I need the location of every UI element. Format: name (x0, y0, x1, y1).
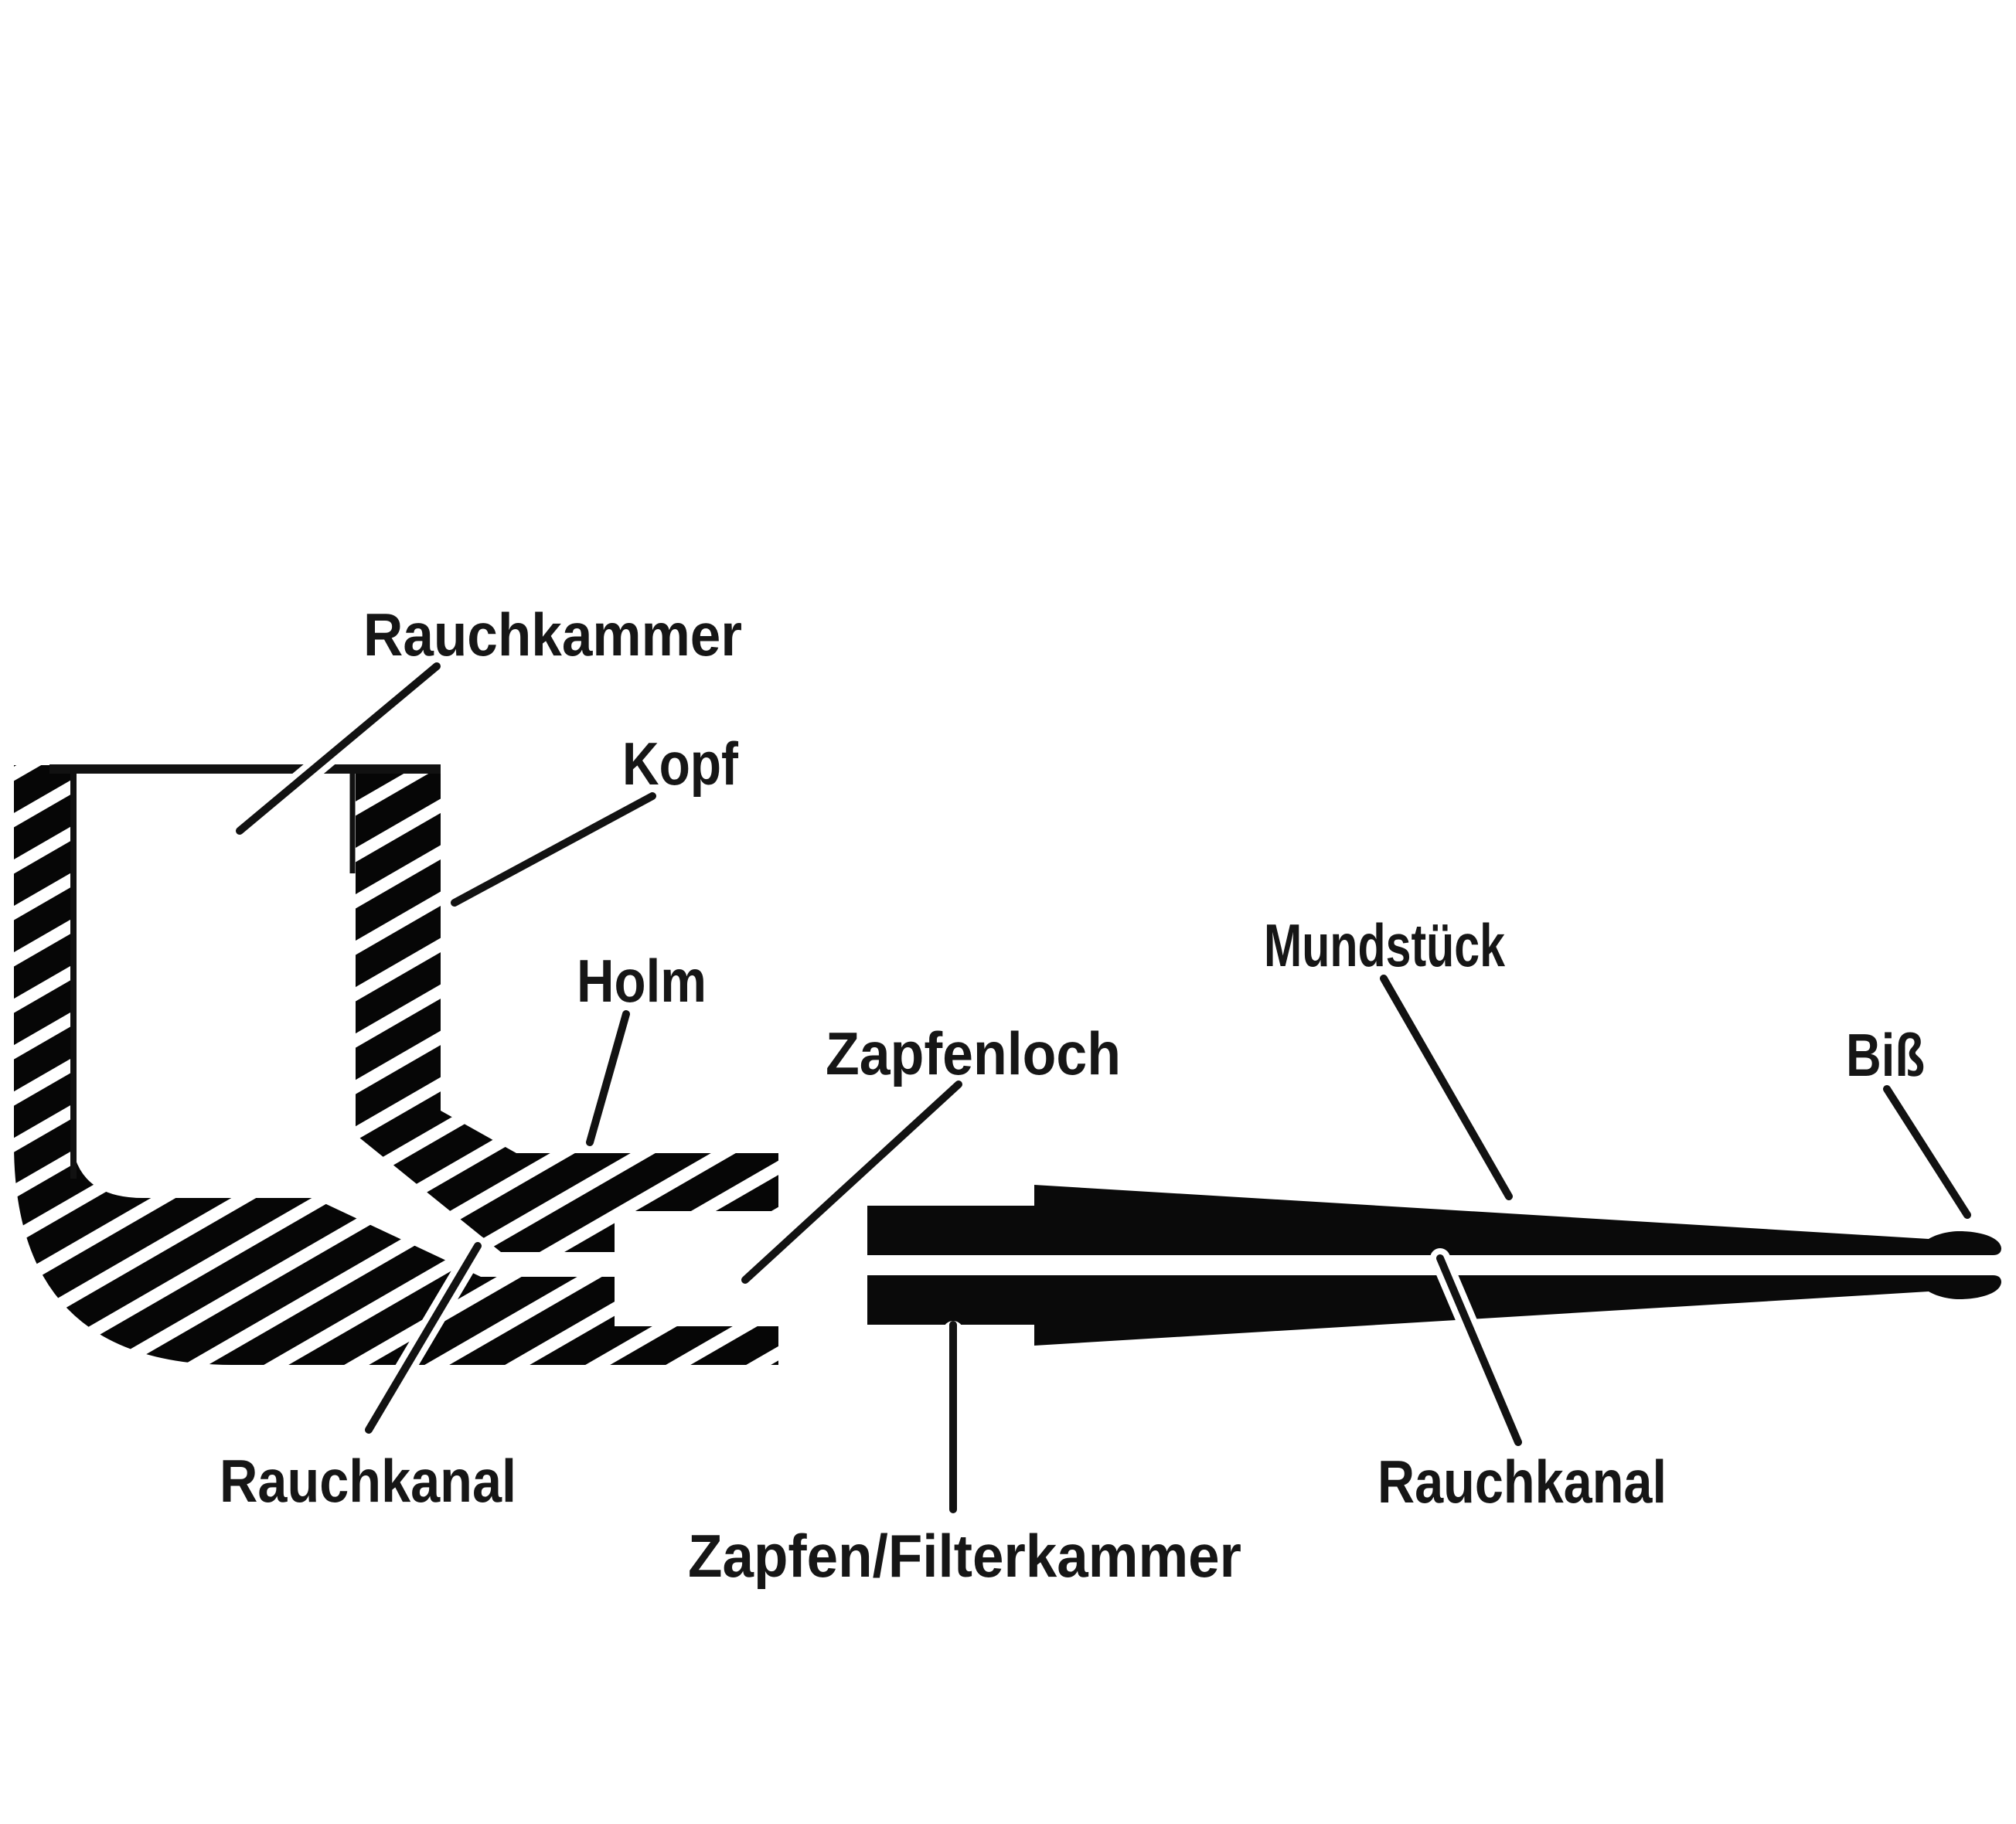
leader-kopf (451, 792, 656, 907)
mouthpiece-upper-half (867, 1185, 2001, 1255)
label-mundstueck: Mundstück (1264, 911, 1505, 979)
leader-rauchkanal-links (365, 1242, 482, 1434)
label-holm: Holm (577, 947, 707, 1015)
label-rauchkanal-links: Rauchkanal (220, 1447, 516, 1515)
mouthpiece-lower-half (867, 1275, 2001, 1346)
leader-rauchkanal-rechts (1436, 1254, 1522, 1446)
leader-biss (1883, 1085, 1971, 1219)
label-kopf: Kopf (622, 730, 739, 798)
leader-holm (586, 1010, 630, 1146)
label-zapfenloch: Zapfenloch (826, 1019, 1121, 1087)
leader-mundstueck (1380, 975, 1513, 1200)
leader-rauchkammer (236, 662, 441, 835)
label-rauchkammer: Rauchkammer (363, 601, 742, 669)
leader-zapfenloch (741, 1080, 962, 1284)
label-zapfen-filterkammer: Zapfen/Filterkammer (688, 1522, 1241, 1590)
chamber-channel-mortise-cutout (71, 761, 778, 1326)
label-rauchkanal-rechts: Rauchkanal (1377, 1448, 1667, 1516)
label-biss: Biß (1846, 1021, 1925, 1089)
